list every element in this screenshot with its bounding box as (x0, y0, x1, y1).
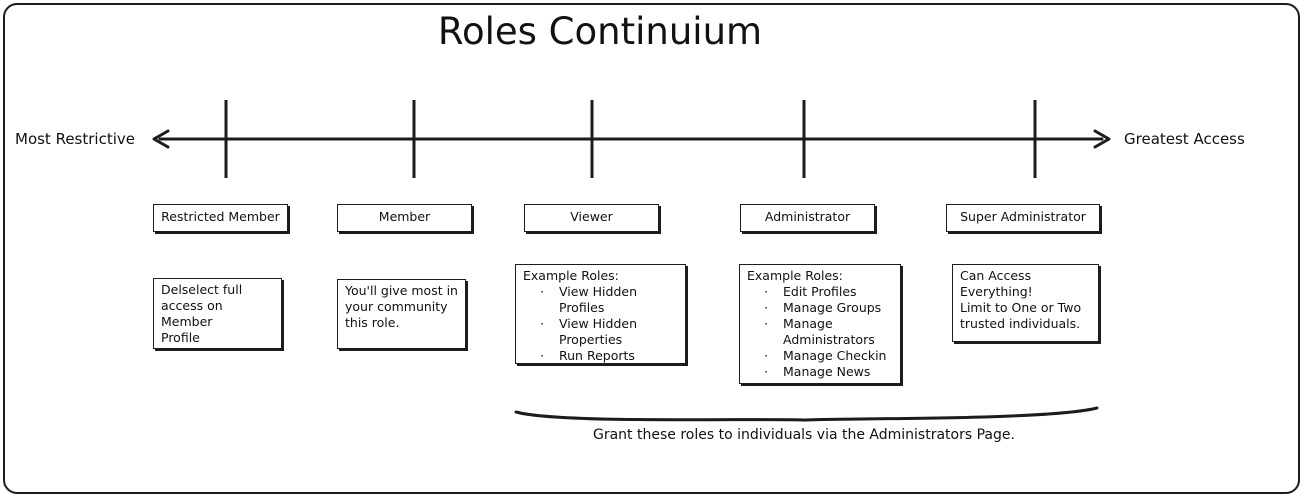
left-arrow-head (152, 129, 170, 149)
list-item: Manage Groups (747, 300, 893, 316)
administrator-example-list: Edit Profiles Manage Groups Manage Admin… (747, 284, 893, 380)
desc-line: Everything! (960, 284, 1033, 299)
role-box-member: Member (337, 204, 472, 232)
list-item: Edit Profiles (747, 284, 893, 300)
desc-line: Limit to One or Two (960, 300, 1082, 315)
desc-box-member: You'll give most in your community this … (337, 279, 466, 349)
list-item: View Hidden Profiles (523, 284, 678, 316)
list-item: Manage News (747, 364, 893, 380)
axis-left-label: Most Restrictive (15, 130, 135, 148)
desc-line: trusted individuals. (960, 316, 1081, 331)
viewer-example-list: View Hidden Profiles View Hidden Propert… (523, 284, 678, 364)
diagram-title: Roles Continuium (437, 10, 763, 53)
desc-line: your community (345, 299, 448, 314)
role-box-restricted-member: Restricted Member (153, 204, 288, 232)
desc-box-super-administrator: Can Access Everything! Limit to One or T… (952, 264, 1099, 342)
desc-heading: Example Roles: (523, 268, 619, 283)
role-box-viewer: Viewer (524, 204, 659, 232)
desc-line: access on Member (161, 298, 223, 329)
role-box-super-administrator: Super Administrator (946, 204, 1100, 232)
footnote: Grant these roles to individuals via the… (593, 427, 1015, 443)
desc-line: Profile (161, 330, 200, 345)
desc-box-administrator: Example Roles: Edit Profiles Manage Grou… (739, 264, 901, 384)
desc-line: You'll give most in (345, 283, 458, 298)
right-arrow-head (1093, 129, 1111, 149)
desc-box-viewer: Example Roles: View Hidden Profiles View… (515, 264, 686, 364)
desc-line: this role. (345, 315, 400, 330)
desc-heading: Example Roles: (747, 268, 843, 283)
axis-right-label: Greatest Access (1124, 130, 1245, 148)
list-item: View Hidden Properties (523, 316, 669, 348)
desc-line: Can Access (960, 268, 1032, 283)
list-item: Manage Administrators (747, 316, 883, 348)
role-box-administrator: Administrator (740, 204, 875, 232)
list-item: Manage Checkin (747, 348, 893, 364)
grouping-brace (514, 406, 1099, 422)
diagram-frame (3, 3, 1300, 494)
desc-box-restricted-member: Delselect full access on Member Profile (153, 278, 282, 349)
desc-line: Delselect full (161, 282, 243, 297)
list-item: Run Reports (523, 348, 678, 364)
